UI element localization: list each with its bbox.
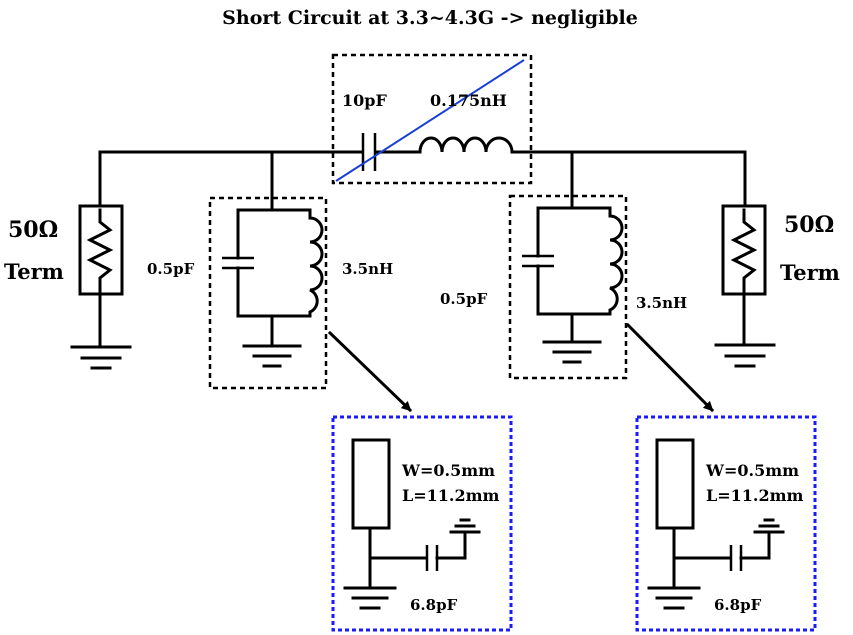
series-capacitor-symbol <box>361 133 377 171</box>
left-tline-symbol <box>351 438 391 530</box>
left-term-label: Term <box>4 259 64 284</box>
left-width-label: W=0.5mm <box>401 461 495 480</box>
right-tank-ground-icon <box>542 340 602 364</box>
right-replacement-ground-icon <box>647 586 701 610</box>
left-arrow <box>327 330 413 413</box>
left-lc-tank: 0.5pF 3.5nH <box>147 150 393 390</box>
series-element-box <box>331 53 533 185</box>
right-length-label: L=11.2mm <box>706 486 804 505</box>
right-replacement-block: W=0.5mm L=11.2mm 6.8pF <box>635 415 817 632</box>
left-tank-box <box>208 196 328 390</box>
left-replacement-cap-label: 6.8pF <box>410 596 458 614</box>
left-replacement-block: W=0.5mm L=11.2mm 6.8pF <box>331 415 513 632</box>
series-inductor-symbol <box>418 136 514 154</box>
right-lc-tank: 0.5pF 3.5nH <box>440 150 687 380</box>
right-tank-ind-label: 3.5nH <box>636 294 687 312</box>
right-termination: 50Ω Term <box>714 150 840 368</box>
left-tank-cap-label: 0.5pF <box>147 260 195 278</box>
right-term-ground-icon <box>714 343 776 368</box>
left-termination: 50Ω Term <box>4 150 132 370</box>
left-tank-ground-icon <box>242 344 302 368</box>
right-replacement-box <box>635 415 817 632</box>
series-ind-label: 0.175nH <box>430 91 507 110</box>
left-tank-inductor-symbol <box>308 208 324 318</box>
left-resistor-symbol <box>86 208 114 294</box>
left-replacement-ground-icon <box>343 586 397 610</box>
right-tank-inductor-symbol <box>608 206 624 316</box>
left-length-label: L=11.2mm <box>402 486 500 505</box>
right-replacement-cap-label: 6.8pF <box>714 596 762 614</box>
series-cap-label: 10pF <box>342 91 387 110</box>
left-tank-ind-label: 3.5nH <box>342 260 393 278</box>
right-tank-box <box>508 194 628 380</box>
right-resistor-symbol <box>730 208 758 294</box>
right-arrow <box>625 322 715 413</box>
left-term-value: 50Ω <box>8 217 58 243</box>
left-replacement-box <box>331 415 513 632</box>
strike-through-line <box>335 59 525 182</box>
left-term-ground-icon <box>70 345 132 370</box>
series-lc-element: 10pF 0.175nH <box>331 53 533 185</box>
right-term-label: Term <box>780 260 840 285</box>
right-tline-symbol <box>655 438 695 530</box>
right-tank-cap-label: 0.5pF <box>440 290 488 308</box>
right-term-value: 50Ω <box>784 212 834 238</box>
right-width-label: W=0.5mm <box>705 461 799 480</box>
diagram-title: Short Circuit at 3.3~4.3G -> negligible <box>222 7 638 29</box>
right-replacement-small-ground-icon <box>753 518 785 534</box>
left-replacement-small-ground-icon <box>449 518 481 534</box>
